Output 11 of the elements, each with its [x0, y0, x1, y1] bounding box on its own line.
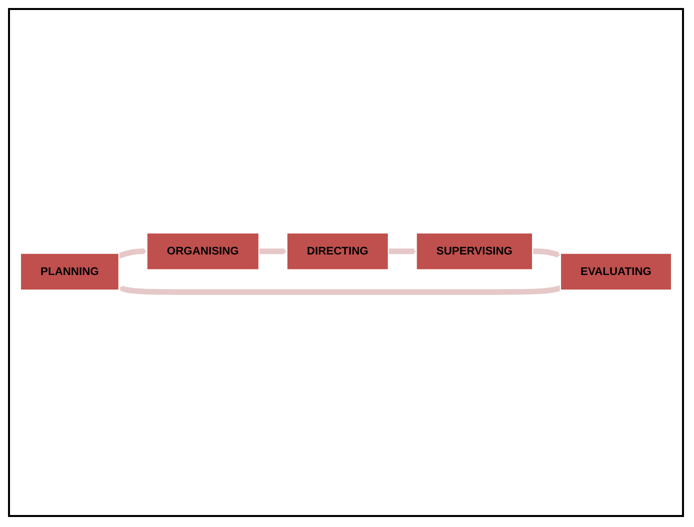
arrow: [258, 248, 288, 254]
arrow: [532, 248, 561, 258]
arrow: [388, 248, 417, 254]
node-box: [286, 232, 389, 270]
arrow: [118, 285, 562, 295]
node-box: [20, 252, 120, 291]
diagram-frame: PLANNING ORGANISING DIRECTING SUPERVISING EVALUATING: [8, 8, 684, 517]
node-box: [560, 252, 672, 291]
node-box: [416, 232, 534, 270]
node-box: [146, 232, 260, 270]
arrow: [118, 248, 148, 258]
